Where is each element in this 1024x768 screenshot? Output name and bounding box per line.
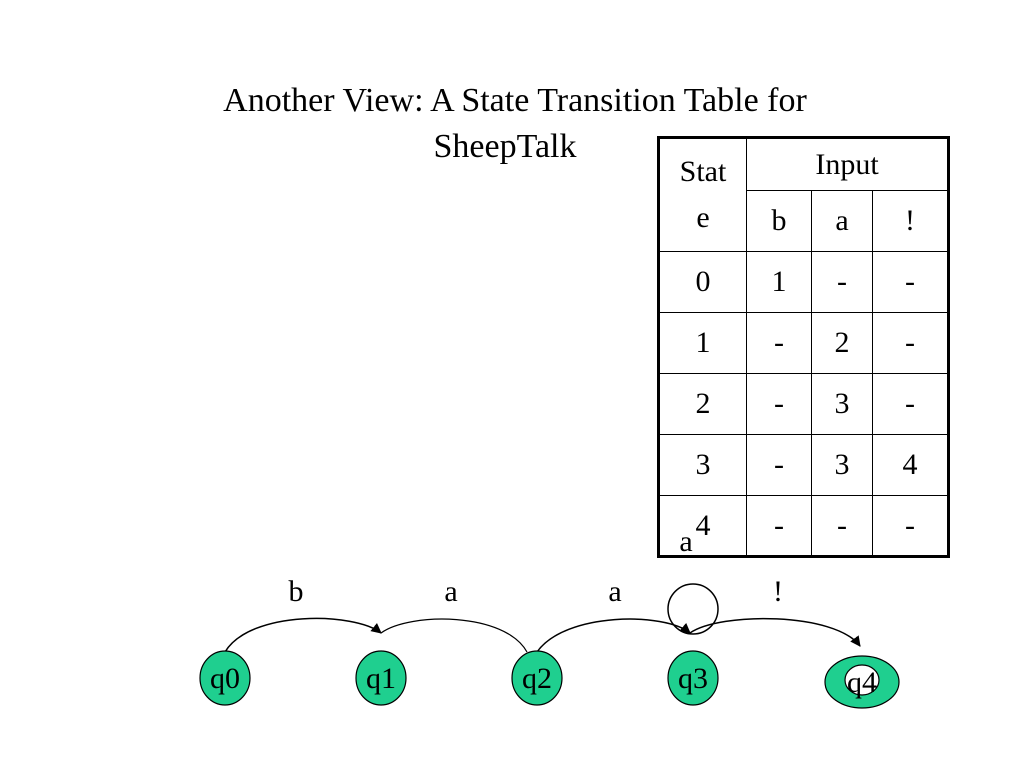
title-line-2: SheepTalk	[433, 128, 577, 165]
state-node-q2: q2	[511, 650, 563, 706]
row-cell: 3	[811, 373, 873, 435]
state-header-line1: Stat	[679, 155, 727, 188]
edge-q1-q2	[380, 618, 528, 653]
row-cell: -	[811, 251, 873, 313]
row-cell: -	[746, 373, 812, 435]
row-cell: -	[811, 495, 873, 557]
state-node-q0: q0	[199, 650, 251, 706]
state-label: q3	[678, 662, 708, 695]
state-node-q3: q3	[667, 650, 719, 706]
input-header: Input	[746, 137, 949, 191]
state-label: q4	[847, 666, 877, 699]
state-label: q0	[210, 662, 240, 695]
state-transition-table: Stat e Input b a ! 0 1 - - 1 - 2 - 2 - 3…	[657, 136, 950, 558]
edge-q0-q1	[224, 617, 382, 653]
row-cell: -	[872, 251, 949, 313]
row-cell: -	[872, 495, 949, 557]
title-line-1: Another View: A State Transition Table f…	[223, 82, 807, 119]
row-state: 4	[658, 495, 747, 557]
edge-q2-q3	[536, 618, 691, 653]
edge-q3-self-loop	[667, 583, 719, 635]
edge-q3-q4	[689, 617, 861, 647]
state-label: q1	[366, 662, 396, 695]
table-row: 1 - 2 -	[658, 312, 949, 374]
state-header-line2: e	[696, 201, 710, 234]
state-node-q1: q1	[355, 650, 407, 706]
table-row: 2 - 3 -	[658, 373, 949, 435]
table-row: 4 - - -	[658, 495, 949, 557]
edge-label-b: b	[289, 575, 304, 608]
table-row: 3 - 3 4	[658, 434, 949, 496]
input-symbol-bang: !	[872, 190, 949, 252]
state-column-header: Stat e	[658, 137, 747, 252]
row-cell: -	[746, 495, 812, 557]
row-cell: -	[872, 312, 949, 374]
state-label: q2	[522, 662, 552, 695]
edge-label-a: a	[444, 575, 457, 608]
row-state: 3	[658, 434, 747, 496]
state-node-q4-accepting: q4	[824, 655, 900, 709]
row-cell: 4	[872, 434, 949, 496]
edge-label-a: a	[608, 575, 621, 608]
edge-label-a-loop: a	[679, 525, 692, 558]
slide-title: Another View: A State Transition Table f…	[160, 78, 870, 170]
edge-label-bang: !	[773, 575, 783, 608]
row-cell: 2	[811, 312, 873, 374]
row-state: 1	[658, 312, 747, 374]
table-row: 0 1 - -	[658, 251, 949, 313]
